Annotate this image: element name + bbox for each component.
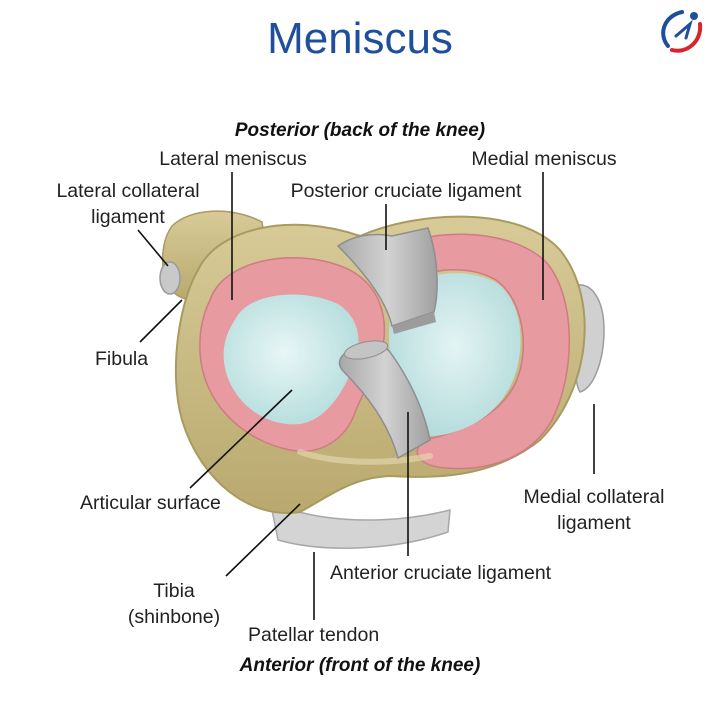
label-tibia: Tibia (shinbone) <box>127 580 221 628</box>
lateral-articular-surface-shape <box>223 294 359 425</box>
label-articular-surface: Articular surface <box>80 492 221 514</box>
patellar-tendon-shape <box>268 498 451 549</box>
label-medial-collateral-ligament: Medial collateral ligament <box>523 486 665 534</box>
brand-logo-icon <box>661 10 703 53</box>
label-medial-meniscus: Medial meniscus <box>471 148 617 170</box>
anterior-heading: Anterior (front of the knee) <box>239 655 481 676</box>
label-lateral-meniscus: Lateral meniscus <box>159 148 307 170</box>
leader-lines <box>137 172 595 620</box>
posterior-heading: Posterior (back of the knee) <box>234 120 486 141</box>
page-title: Meniscus <box>267 14 453 63</box>
label-lateral-collateral-ligament: Lateral collateral ligament <box>56 180 200 228</box>
label-patellar-tendon: Patellar tendon <box>248 624 380 646</box>
label-fibula: Fibula <box>95 348 149 370</box>
label-anterior-cruciate-ligament: Anterior cruciate ligament <box>330 562 552 584</box>
medial-meniscus-shape <box>378 233 570 470</box>
posterior-cruciate-ligament-shape <box>336 227 438 327</box>
label-posterior-cruciate-ligament: Posterior cruciate ligament <box>290 180 522 202</box>
